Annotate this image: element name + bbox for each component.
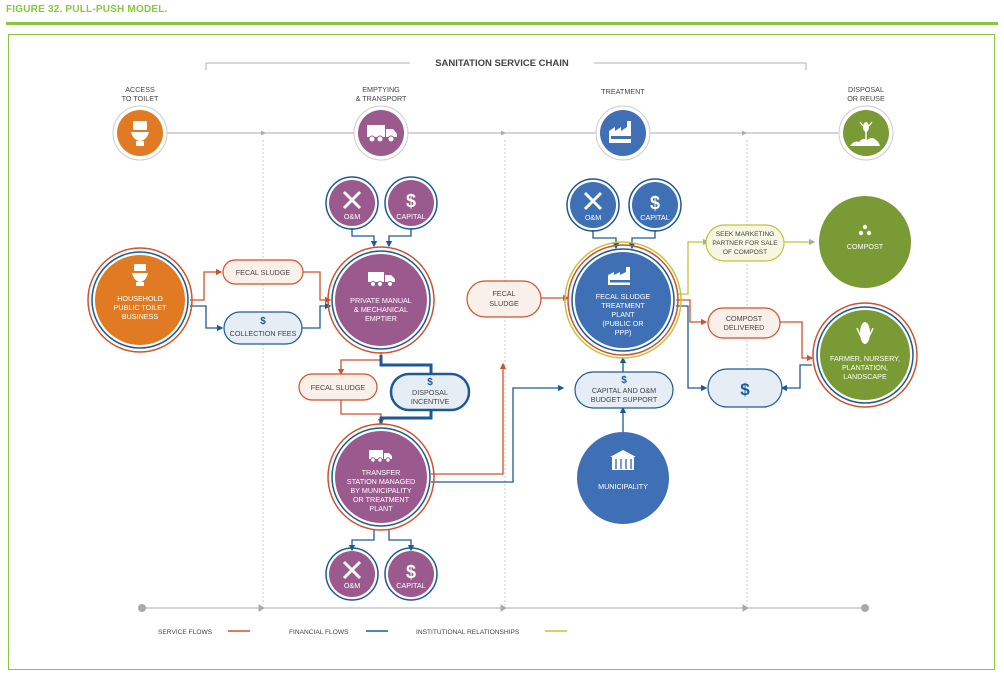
legend-institutional-label: INSTITUTIONAL RELATIONSHIPS [416, 629, 520, 636]
household-line1: HOUSEHOLD [117, 294, 163, 303]
chain-title: SANITATION SERVICE CHAIN [435, 58, 569, 69]
household-line3: BUSINESS [122, 312, 159, 321]
pill-disposal-incentive-line1: DISPOSAL [412, 388, 448, 397]
stage-disposal-line1: DISPOSAL [848, 85, 884, 94]
treatment-line5: PPP) [615, 328, 632, 337]
pill-fecal-sludge-1-label: FECAL SLUDGE [236, 268, 291, 277]
treatment-capital: $ CAPITAL [628, 178, 682, 232]
dollar-icon: $ [260, 316, 266, 327]
pill-disposal-incentive: $ DISPOSAL INCENTIVE [389, 372, 471, 412]
legend: SERVICE FLOWS FINANCIAL FLOWS INSTITUTIO… [158, 629, 567, 636]
pill-compost-delivered-line1: COMPOST [726, 314, 763, 323]
stage-treatment-line1: TREATMENT [601, 87, 645, 96]
transfer-line4: OR TREATMENT [353, 495, 410, 504]
figure-title: FIGURE 32. PULL-PUSH MODEL. [6, 4, 168, 15]
stage-disposal-line2: OR REUSE [847, 94, 885, 103]
treatment-line2: TREATMENT [601, 301, 645, 310]
pill-fecal-sludge-2-label: FECAL SLUDGE [311, 383, 366, 392]
transfer-line3: BY MUNICIPALITY [350, 486, 411, 495]
stage-icon-truck [353, 105, 409, 161]
dollar-icon: $ [427, 377, 433, 388]
emptier-line3: EMPTIER [365, 314, 397, 323]
stage-icon-factory [595, 105, 651, 161]
pill-fecal-sludge-2: FECAL SLUDGE [298, 373, 378, 401]
dollar-icon: $ [740, 380, 750, 399]
farmer-line2: PLANTATION, [842, 363, 888, 372]
institutional-lines [678, 238, 816, 295]
financial-flow-lines [190, 228, 812, 552]
household-line2: PUBLIC TOILET [114, 303, 167, 312]
pill-fecal-sludge-3-line2: SLUDGE [489, 299, 519, 308]
pill-collection-fees: $ COLLECTION FEES [223, 311, 303, 345]
transfer-capital-label: CAPITAL [396, 581, 425, 590]
pill-marketing-line1: SEEK MARKETING [716, 231, 775, 238]
pill-compost-delivered-line2: DELIVERED [724, 323, 765, 332]
farmer-line1: FARMER, NURSERY, [830, 354, 900, 363]
legend-service-label: SERVICE FLOWS [158, 629, 213, 636]
treatment-om: O&M [566, 178, 620, 232]
treatment-om-label: O&M [585, 213, 601, 222]
pill-fecal-sludge-3: FECAL SLUDGE [466, 280, 542, 318]
pill-budget-support: $ CAPITAL AND O&M BUDGET SUPPORT [574, 371, 674, 409]
pill-collection-fees-label: COLLECTION FEES [230, 329, 297, 338]
stage-access-line1: ACCESS [125, 85, 155, 94]
transfer-capital: $ CAPITAL [384, 547, 438, 601]
transfer-line5: PLANT [369, 504, 393, 513]
emptier-capital: $ CAPITAL [384, 176, 438, 230]
pill-budget-support-line2: BUDGET SUPPORT [591, 395, 658, 404]
pill-fecal-sludge-3-line1: FECAL [492, 289, 515, 298]
farmer-line3: LANDSCAPE [843, 372, 887, 381]
node-emptier: PRIVATE MANUAL & MECHANICAL EMPTIER [327, 246, 435, 354]
pill-disposal-incentive-line2: INCENTIVE [411, 397, 450, 406]
pill-dollar: $ [707, 368, 783, 408]
pill-marketing-line3: OF COMPOST [723, 249, 767, 256]
dollar-icon: $ [650, 193, 660, 213]
treatment-line3: PLANT [611, 310, 635, 319]
pill-marketing-line2: PARTNER FOR SALE [712, 240, 778, 247]
chain-bottom-line [138, 604, 869, 612]
chain-header: SANITATION SERVICE CHAIN [205, 58, 807, 70]
dollar-icon: $ [621, 375, 627, 386]
treatment-capital-label: CAPITAL [640, 213, 669, 222]
node-compost: COMPOST [819, 196, 911, 288]
emptier-line2: & MECHANICAL [354, 305, 408, 314]
node-farmer: FARMER, NURSERY, PLANTATION, LANDSCAPE [812, 302, 918, 408]
treatment-line4: (PUBLIC OR [602, 319, 643, 328]
municipality-label: MUNICIPALITY [598, 482, 648, 491]
stage-emptying-line2: & TRANSPORT [356, 94, 407, 103]
title-rule [6, 22, 998, 25]
node-municipality: MUNICIPALITY [577, 432, 669, 524]
compost-label: COMPOST [847, 242, 884, 251]
transfer-om-label: O&M [344, 581, 360, 590]
pill-budget-support-line1: CAPITAL AND O&M [592, 386, 656, 395]
pill-fecal-sludge-1: FECAL SLUDGE [222, 259, 304, 285]
emptier-line1: PRIVATE MANUAL [350, 296, 412, 305]
dollar-icon: $ [406, 191, 416, 211]
pill-compost-delivered: COMPOST DELIVERED [707, 307, 781, 339]
node-transfer-station: TRANSFER STATION MANAGED BY MUNICIPALITY… [327, 423, 435, 531]
emptier-om: O&M [325, 176, 379, 230]
stage-icon-plant [838, 105, 894, 161]
transfer-om: O&M [325, 547, 379, 601]
pill-marketing: SEEK MARKETING PARTNER FOR SALE OF COMPO… [705, 224, 785, 262]
stage-icon-toilet [112, 105, 168, 161]
figure-frame [8, 34, 995, 670]
emptier-om-label: O&M [344, 212, 360, 221]
legend-financial-label: FINANCIAL FLOWS [289, 629, 349, 636]
emptier-capital-label: CAPITAL [396, 212, 425, 221]
treatment-line1: FECAL SLUDGE [596, 292, 651, 301]
dollar-icon: $ [406, 562, 416, 582]
transfer-line2: STATION MANAGED [347, 477, 415, 486]
stage-emptying-line1: EMPTYING [362, 85, 400, 94]
transfer-line1: TRANSFER [362, 468, 401, 477]
stage-access-line2: TO TOILET [122, 94, 159, 103]
node-treatment-plant: FECAL SLUDGE TREATMENT PLANT (PUBLIC OR … [564, 241, 682, 359]
node-household: HOUSEHOLD PUBLIC TOILET BUSINESS [87, 247, 193, 353]
